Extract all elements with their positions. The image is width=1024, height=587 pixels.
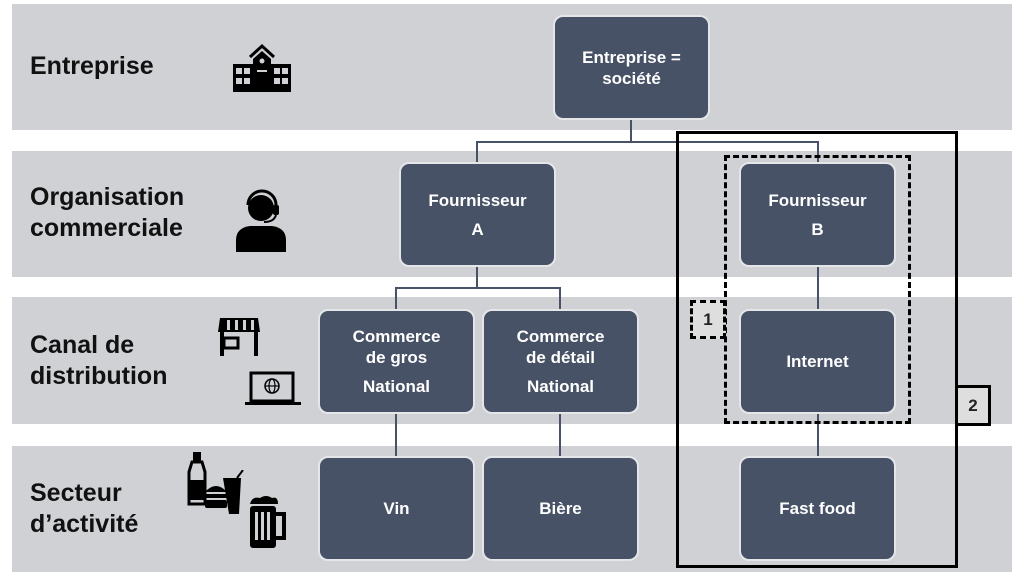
node-vin-line1: Vin bbox=[383, 499, 410, 518]
node-commerce-detail-line1: Commerce bbox=[516, 327, 605, 346]
node-entreprise-line2: société bbox=[602, 68, 661, 88]
node-entreprise-line1: Entreprise = bbox=[582, 47, 681, 67]
node-commerce-detail[interactable]: Commerce de détail National bbox=[482, 309, 639, 414]
school-building-icon bbox=[233, 43, 291, 92]
node-entreprise[interactable]: Entreprise = société bbox=[553, 15, 710, 120]
connector-internet-fastfood bbox=[817, 413, 819, 457]
row-label-canal: Canal de distribution bbox=[30, 331, 168, 390]
row-label-secteur: Secteur d’activité bbox=[30, 479, 139, 538]
node-fournisseur-a-line2: A bbox=[471, 219, 484, 239]
row-label-entreprise: Entreprise bbox=[30, 52, 154, 80]
node-internet-line1: Internet bbox=[786, 352, 849, 371]
dashed-frame-1 bbox=[724, 155, 911, 424]
connector-fournisseur-b-internet bbox=[817, 266, 819, 310]
node-commerce-gros[interactable]: Commerce de gros National bbox=[318, 309, 475, 414]
row-band-entreprise bbox=[12, 4, 1012, 130]
connector-to-commerce-gros bbox=[395, 287, 397, 309]
node-commerce-gros-line3: National bbox=[362, 377, 431, 396]
tag-1: 1 bbox=[690, 300, 726, 339]
node-vin[interactable]: Vin bbox=[318, 456, 475, 561]
connector-fournisseur-a-down bbox=[476, 266, 478, 288]
node-commerce-gros-line1: Commerce bbox=[352, 327, 441, 346]
connector-detail-biere bbox=[559, 413, 561, 457]
node-commerce-detail-line3: National bbox=[526, 377, 595, 396]
storefront-icon bbox=[218, 318, 260, 356]
node-internet[interactable]: Internet bbox=[739, 309, 896, 414]
node-fournisseur-a-line1: Fournisseur bbox=[428, 190, 527, 210]
solid-frame-2 bbox=[676, 131, 958, 568]
node-fast-food-line1: Fast food bbox=[779, 499, 856, 518]
connector-to-fournisseur-b bbox=[817, 141, 819, 163]
node-fournisseur-b-line1: Fournisseur bbox=[768, 190, 867, 210]
connector-gros-vin bbox=[395, 413, 397, 457]
node-commerce-gros-line2: de gros bbox=[365, 348, 428, 367]
burger-drink-icon bbox=[205, 470, 244, 514]
connector-row1-horizontal bbox=[476, 141, 819, 143]
connector-entreprise-down bbox=[630, 118, 632, 143]
laptop-globe-icon bbox=[245, 371, 301, 405]
connector-row2-horizontal bbox=[395, 287, 561, 289]
headset-agent-icon bbox=[236, 189, 286, 252]
node-fast-food[interactable]: Fast food bbox=[739, 456, 896, 561]
connector-to-commerce-detail bbox=[559, 287, 561, 309]
node-biere[interactable]: Bière bbox=[482, 456, 639, 561]
node-commerce-detail-line2: de détail bbox=[526, 348, 595, 367]
connector-to-fournisseur-a bbox=[476, 141, 478, 163]
node-fournisseur-b[interactable]: Fournisseur B bbox=[739, 162, 896, 267]
tag-2: 2 bbox=[955, 385, 991, 426]
beer-mug-icon bbox=[250, 496, 286, 548]
row-label-organisation: Organisation commerciale bbox=[30, 183, 185, 242]
node-fournisseur-a[interactable]: Fournisseur A bbox=[399, 162, 556, 267]
node-fournisseur-b-line2: B bbox=[811, 219, 824, 239]
node-biere-line1: Bière bbox=[539, 499, 582, 518]
